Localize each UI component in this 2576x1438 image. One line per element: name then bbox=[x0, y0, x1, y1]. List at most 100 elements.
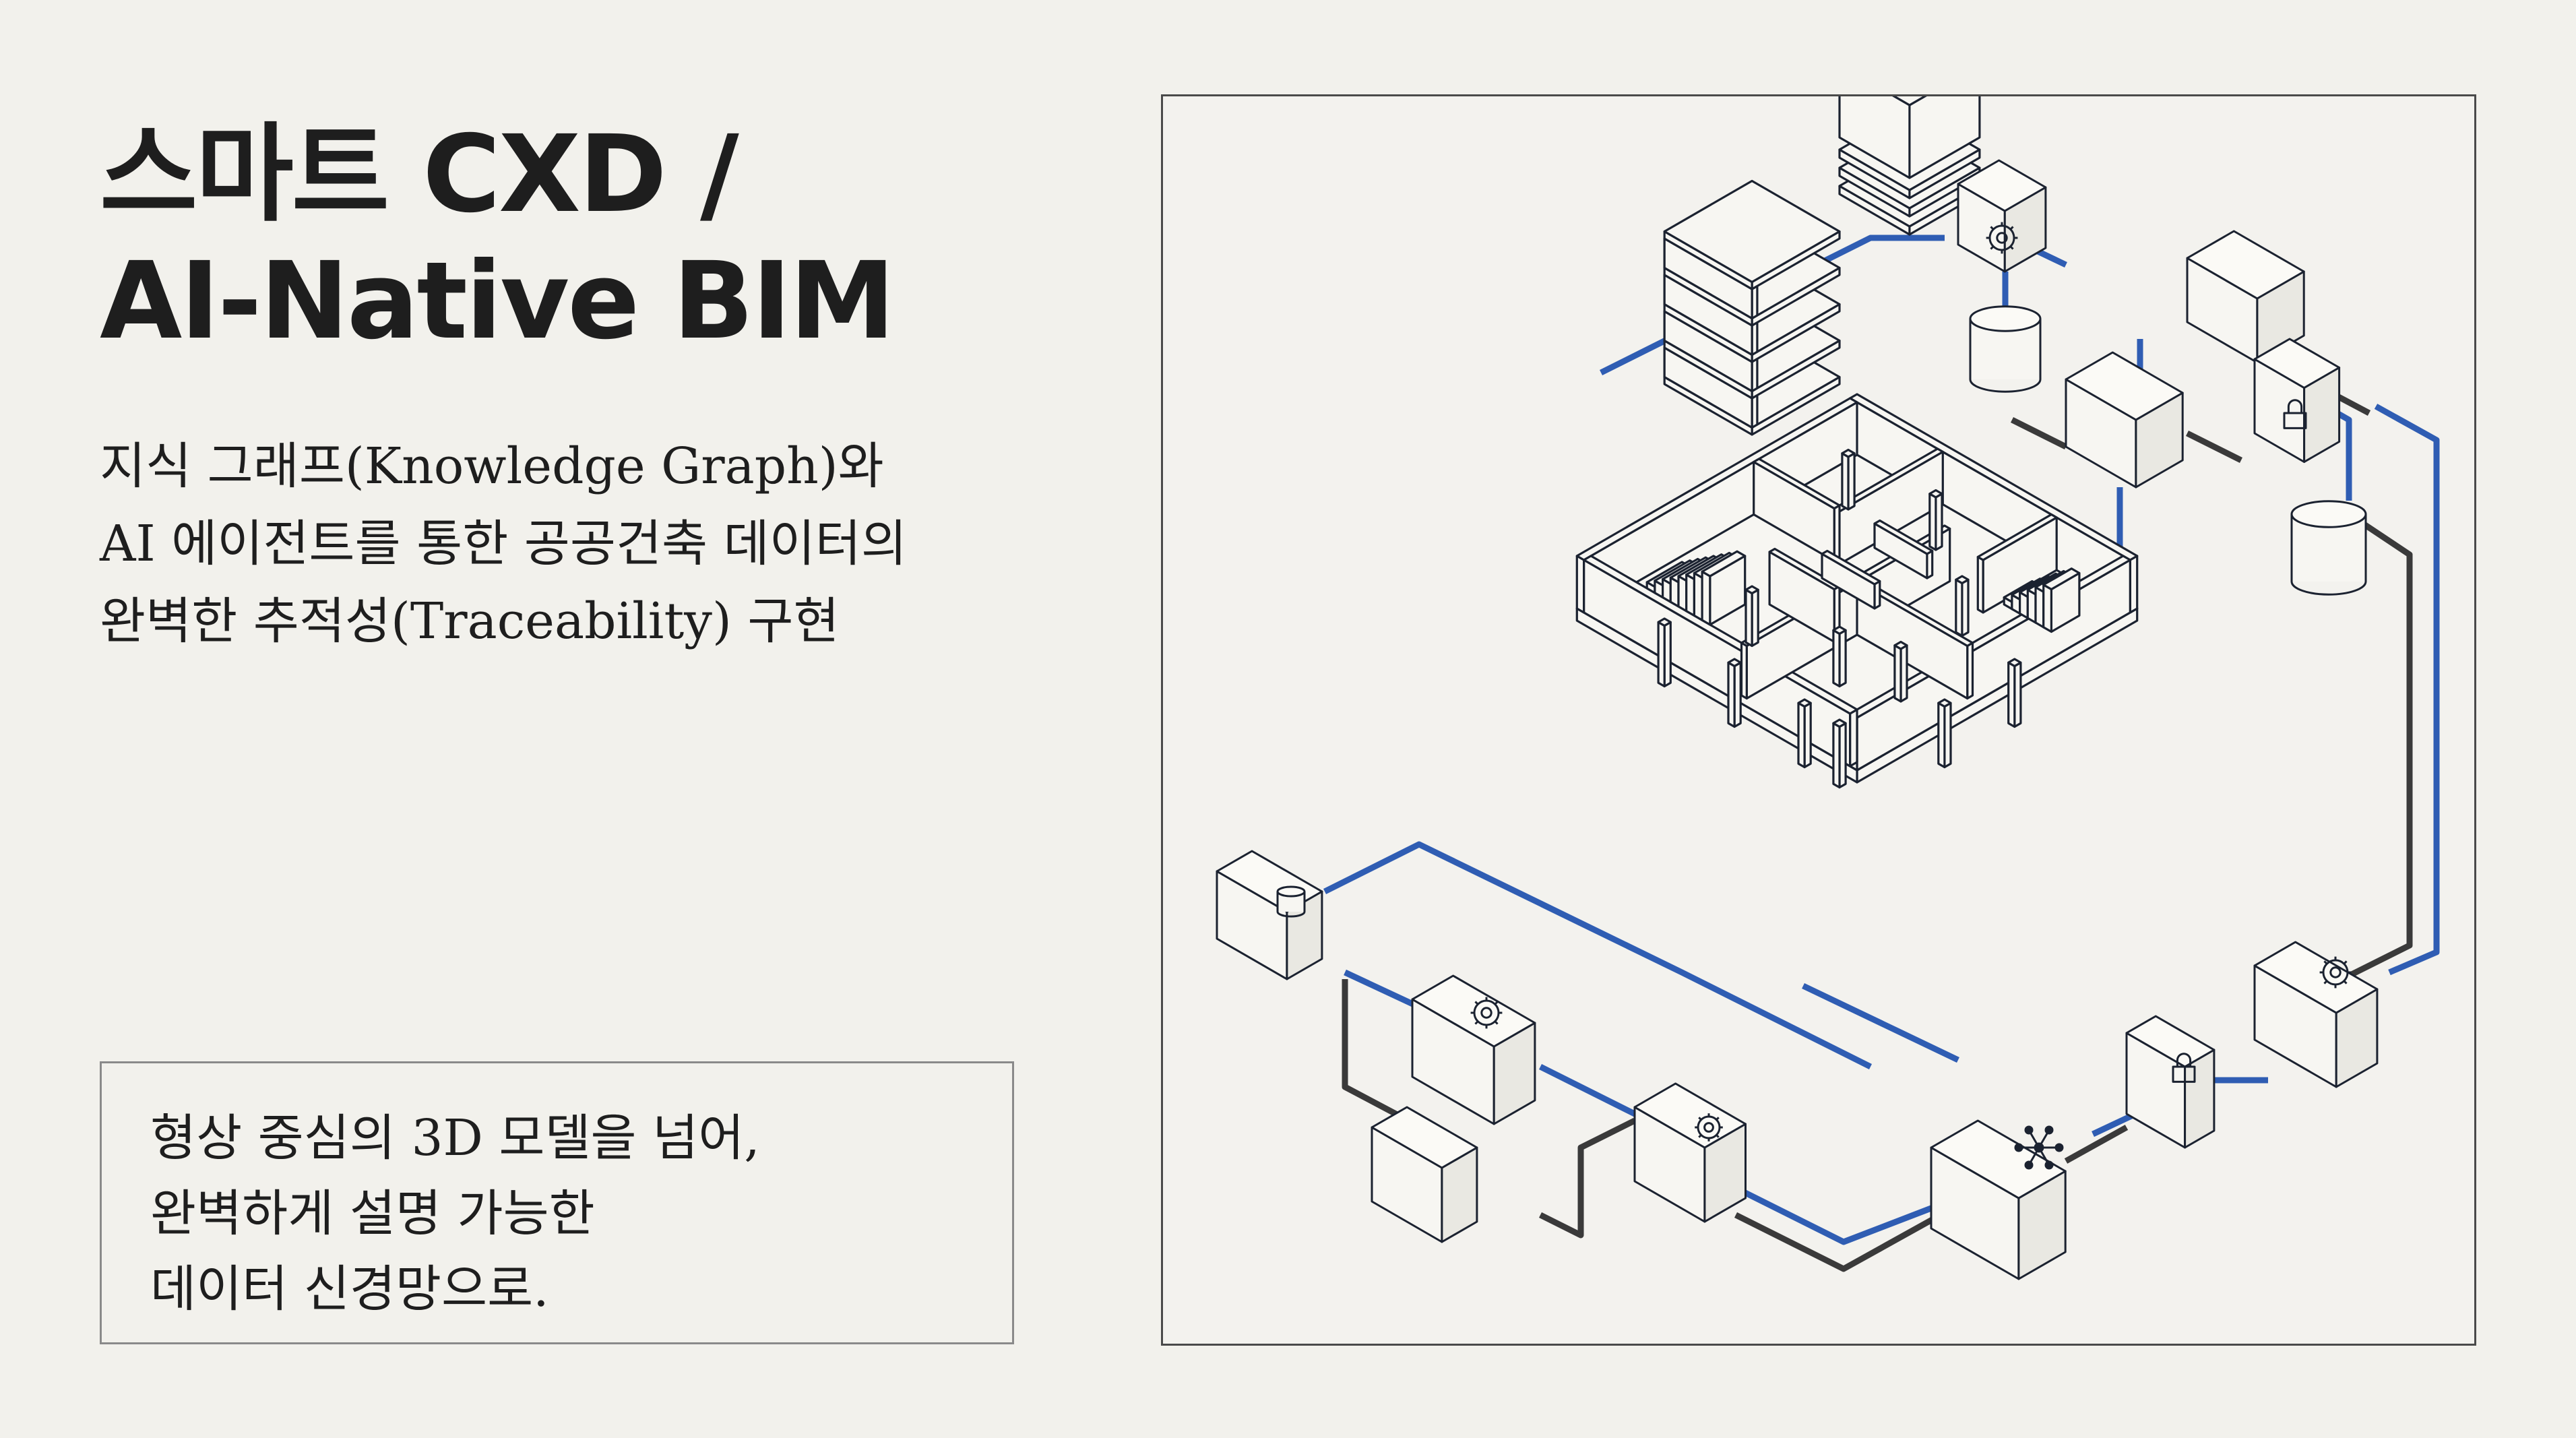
brain-icon-hub bbox=[1703, 1122, 1714, 1133]
node-lock-right bbox=[2253, 338, 2341, 463]
node-db-top-left bbox=[1969, 305, 2042, 393]
gear-icon bbox=[1986, 222, 2018, 254]
quote-line-3: 데이터 신경망으로. bbox=[150, 1260, 549, 1318]
brain-icon-tooth bbox=[1716, 1134, 1720, 1138]
lock-icon bbox=[2172, 1053, 2196, 1083]
node-network-top bbox=[1930, 1119, 2067, 1199]
node-lock-right-top bbox=[2253, 338, 2341, 389]
column-1-top-face bbox=[1657, 617, 1672, 627]
stair-step-a-top-face bbox=[1701, 550, 1747, 577]
column-2-top-face bbox=[1727, 658, 1742, 668]
column-11 bbox=[1832, 625, 1847, 688]
subtitle-line-3: 완벽한 추적성(Traceability) 구현 bbox=[100, 592, 840, 650]
brain-icon-hub bbox=[2329, 966, 2342, 978]
lock-icon bbox=[2283, 399, 2307, 429]
lock-icon-body bbox=[2283, 412, 2307, 429]
network-icon-leaf bbox=[2044, 1125, 2054, 1135]
brain-icon-tooth bbox=[2323, 960, 2328, 965]
node-ai-center-top bbox=[2065, 351, 2184, 421]
network-icon-leaf bbox=[2014, 1143, 2023, 1152]
column-11-top-face bbox=[1832, 625, 1847, 635]
gear-icon bbox=[1470, 997, 1503, 1029]
title-line-2: AI-Native BIM bbox=[100, 239, 896, 363]
column-10 bbox=[1745, 585, 1759, 648]
link-dark-bottom bbox=[1734, 1199, 1967, 1272]
node-gear-top bbox=[1957, 159, 2047, 273]
subtitle-line-1: 지식 그래프(Knowledge Graph)와 bbox=[100, 437, 884, 495]
database-icon-top bbox=[1276, 885, 1306, 898]
column-3-south-face bbox=[1797, 701, 1806, 769]
column-8-south-face bbox=[1928, 493, 1937, 551]
quote-line-1: 형상 중심의 3D 모델을 넘어, bbox=[150, 1109, 760, 1167]
stair-step-a-south-face bbox=[1677, 575, 1688, 613]
courtyard-rim-n-top-face bbox=[1873, 519, 1934, 555]
node-brain bbox=[1633, 1082, 1747, 1223]
stair-step-a-south-face bbox=[1701, 570, 1711, 626]
node-top-right-top bbox=[2186, 230, 2305, 300]
courtyard-rim-n bbox=[1873, 519, 1934, 580]
node-db-right-top bbox=[2290, 500, 2367, 528]
title-line-1: 스마트 CXD / bbox=[100, 113, 739, 237]
brain-icon-tooth bbox=[1716, 1117, 1720, 1121]
brain-icon-tooth bbox=[2343, 960, 2348, 965]
column-1-south-face bbox=[1657, 621, 1666, 688]
node-brain-right bbox=[2253, 941, 2379, 1088]
network-icon-leaf bbox=[2044, 1160, 2054, 1170]
gear-icon-tooth bbox=[1474, 1020, 1479, 1025]
column-8-top-face bbox=[1928, 489, 1943, 499]
quote-text: 형상 중심의 3D 모델을 넘어, 완벽하게 설명 가능한 데이터 신경망으로. bbox=[150, 1100, 760, 1327]
stair-step-a bbox=[1701, 550, 1747, 626]
database-icon bbox=[1276, 885, 1306, 918]
node-ai-center bbox=[2065, 351, 2184, 489]
brain-icon bbox=[1695, 1113, 1723, 1142]
brain-icon-tooth bbox=[1698, 1134, 1702, 1138]
column-7-top-face bbox=[1841, 448, 1856, 458]
data-nodes bbox=[1216, 159, 2379, 1280]
gear-icon-tooth bbox=[1474, 1001, 1479, 1005]
column-9-south-face bbox=[1955, 578, 1964, 637]
brain-icon-tooth bbox=[2323, 980, 2328, 984]
quote-box: 형상 중심의 3D 모델을 넘어, 완벽하게 설명 가능한 데이터 신경망으로. bbox=[100, 1061, 1014, 1344]
subtitle: 지식 그래프(Knowledge Graph)와 AI 에이전트를 통한 공공건… bbox=[100, 428, 907, 660]
node-gear-top-top bbox=[1957, 159, 2047, 212]
link-dark-db bbox=[2010, 416, 2068, 450]
column-4 bbox=[1937, 698, 1952, 769]
column-10-top-face bbox=[1745, 585, 1759, 595]
column-5-top-face bbox=[2007, 658, 2022, 668]
network-icon-leaf bbox=[2024, 1160, 2034, 1170]
column-6-south-face bbox=[1832, 722, 1841, 789]
node-db-top-left-bottom bbox=[1969, 379, 2042, 393]
column-5-south-face bbox=[2007, 661, 2016, 728]
top-cube bbox=[1838, 96, 1981, 179]
network-icon bbox=[2014, 1125, 2064, 1170]
stair-step-b-south-face bbox=[2042, 584, 2053, 633]
column-3 bbox=[1797, 698, 1812, 769]
column-9-top-face bbox=[1955, 575, 1970, 585]
stair-step-b-south-face bbox=[2034, 586, 2045, 629]
lock-icon-shackle bbox=[2287, 399, 2303, 413]
link-blue-under bbox=[1802, 982, 1959, 1063]
gear-icon-hub bbox=[1480, 1007, 1493, 1019]
column-7-south-face bbox=[1841, 452, 1850, 511]
link-dark-shield bbox=[2064, 1125, 2129, 1164]
node-db-left bbox=[1216, 850, 1323, 980]
column-9 bbox=[1955, 575, 1970, 637]
column-6 bbox=[1832, 718, 1847, 789]
partition-f-south-face bbox=[1976, 555, 1984, 614]
gear-icon-tooth bbox=[2009, 226, 2014, 230]
gear-icon-hub bbox=[1996, 232, 2008, 244]
tower-roof bbox=[1663, 179, 1841, 290]
gear-icon-tooth bbox=[1494, 1020, 1499, 1025]
column-3-top-face bbox=[1797, 698, 1812, 708]
column-4-south-face bbox=[1937, 701, 1946, 769]
column-12-top-face bbox=[1893, 640, 1908, 650]
column-7 bbox=[1841, 448, 1856, 511]
subtitle-line-2: AI 에이전트를 통한 공공건축 데이터의 bbox=[100, 515, 907, 573]
column-1 bbox=[1657, 617, 1672, 688]
network-icon-leaf bbox=[2024, 1125, 2034, 1135]
link-dark-ai bbox=[2185, 430, 2243, 464]
column-6-top-face bbox=[1832, 718, 1847, 728]
isometric-building bbox=[1575, 96, 2139, 789]
lock-icon-shackle bbox=[2176, 1053, 2192, 1067]
node-db-right bbox=[2290, 500, 2367, 596]
